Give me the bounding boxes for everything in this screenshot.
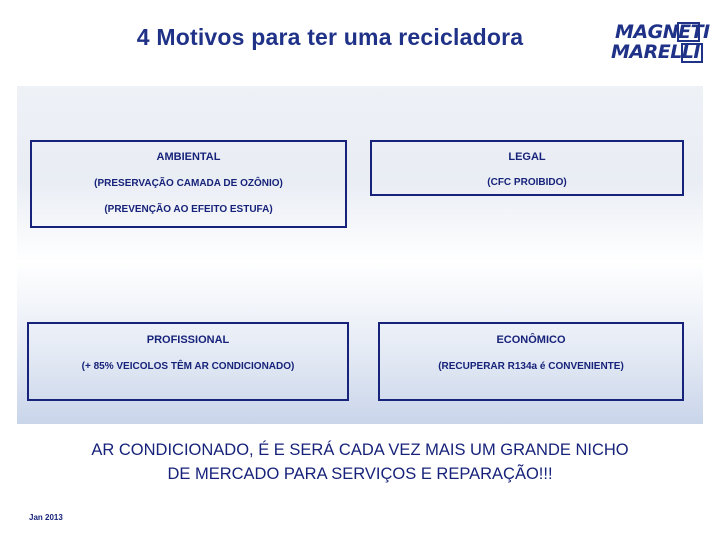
logo-accent-box-top xyxy=(677,22,700,42)
slide-date: Jan 2013 xyxy=(29,513,63,522)
closing-statement-line-2: DE MERCADO PARA SERVIÇOS E REPARAÇÃO!!! xyxy=(167,465,553,483)
closing-statement-line-1: AR CONDICIONADO, É E SERÁ CADA VEZ MAIS … xyxy=(91,441,629,459)
reason-detail-ambiental-2: (PREVENÇÃO AO EFEITO ESTUFA) xyxy=(104,204,273,215)
reason-detail-legal-1: (CFC PROIBIDO) xyxy=(487,177,567,188)
reason-heading-economico: ECONÔMICO xyxy=(496,334,566,346)
reason-detail-profissional-1: (+ 85% VEICOLOS TÊM AR CONDICIONADO) xyxy=(81,361,295,372)
reason-box-legal: LEGAL (CFC PROIBIDO) xyxy=(370,140,684,196)
content-panel xyxy=(17,86,703,424)
reason-detail-economico-1: (RECUPERAR R134a é CONVENIENTE) xyxy=(438,361,624,372)
reason-heading-profissional: PROFISSIONAL xyxy=(146,334,230,346)
closing-statement: AR CONDICIONADO, É E SERÁ CADA VEZ MAIS … xyxy=(20,438,700,486)
reason-heading-legal: LEGAL xyxy=(508,151,546,163)
magneti-marelli-logo: MAGNETI MARELLI xyxy=(611,22,710,70)
logo-line-2: MARELLI xyxy=(611,41,701,63)
logo-line-1: MAGNETI xyxy=(615,21,710,43)
page-title: 4 Motivos para ter uma recicladora xyxy=(136,24,524,50)
logo-accent-box-bottom xyxy=(681,43,703,63)
reason-box-economico: ECONÔMICO (RECUPERAR R134a é CONVENIENTE… xyxy=(378,322,684,401)
reason-detail-ambiental-1: (PRESERVAÇÃO CAMADA DE OZÔNIO) xyxy=(94,178,283,189)
reason-box-ambiental: AMBIENTAL (PRESERVAÇÃO CAMADA DE OZÔNIO)… xyxy=(30,140,347,228)
reason-heading-ambiental: AMBIENTAL xyxy=(156,151,221,163)
reason-box-profissional: PROFISSIONAL (+ 85% VEICOLOS TÊM AR COND… xyxy=(27,322,349,401)
